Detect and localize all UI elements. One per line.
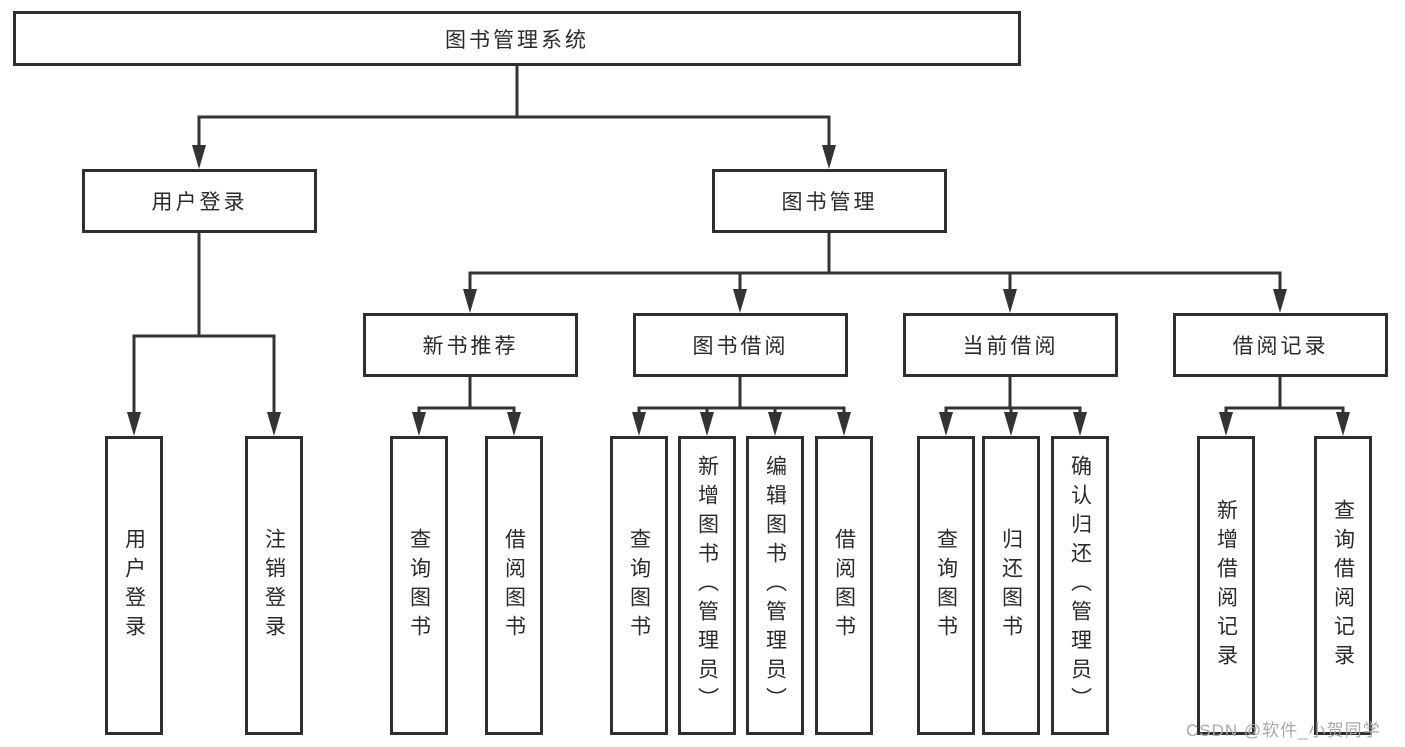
node-new-book-recommend: 新书推荐 [363, 313, 578, 377]
leaf-query-books-current: 查询图书 [917, 436, 975, 735]
leaf-label: 借阅图书 [502, 527, 526, 644]
leaf-label: 查询图书 [934, 527, 958, 644]
leaf-query-borrow-record: 查询借阅记录 [1314, 436, 1372, 735]
leaf-borrow-books: 借阅图书 [815, 436, 873, 735]
node-user-login: 用户登录 [82, 169, 317, 233]
leaf-label: 注销登录 [262, 527, 286, 644]
leaf-label: 用户登录 [122, 527, 146, 644]
leaf-query-books-borrow: 查询图书 [610, 436, 668, 735]
leaf-logout: 注销登录 [245, 436, 303, 735]
leaf-label: 借阅图书 [832, 527, 856, 644]
leaf-borrow-books-recommend: 借阅图书 [485, 436, 543, 735]
node-book-borrow: 图书借阅 [633, 313, 848, 377]
leaf-label: 归还图书 [999, 527, 1023, 644]
leaf-label: 查询图书 [407, 527, 431, 644]
node-library-system: 图书管理系统 [13, 11, 1021, 66]
leaf-label: 新增图书（管理员） [695, 455, 719, 716]
leaf-return-book: 归还图书 [982, 436, 1040, 735]
leaf-label: 查询图书 [627, 527, 651, 644]
watermark: CSDN @软件_小贺同学 [1186, 721, 1381, 740]
leaf-label: 查询借阅记录 [1331, 498, 1355, 673]
node-borrow-records: 借阅记录 [1173, 313, 1388, 377]
node-book-management: 图书管理 [712, 169, 947, 233]
leaf-label: 确认归还（管理员） [1068, 455, 1092, 716]
leaf-user-login: 用户登录 [105, 436, 163, 735]
leaf-label: 编辑图书（管理员） [763, 455, 787, 716]
leaf-query-books-recommend: 查询图书 [390, 436, 448, 735]
leaf-add-book-admin: 新增图书（管理员） [678, 436, 736, 735]
leaf-label: 新增借阅记录 [1214, 498, 1238, 673]
leaf-add-borrow-record: 新增借阅记录 [1197, 436, 1255, 735]
leaf-edit-book-admin: 编辑图书（管理员） [746, 436, 804, 735]
leaf-confirm-return-admin: 确认归还（管理员） [1051, 436, 1109, 735]
node-current-borrow: 当前借阅 [903, 313, 1118, 377]
